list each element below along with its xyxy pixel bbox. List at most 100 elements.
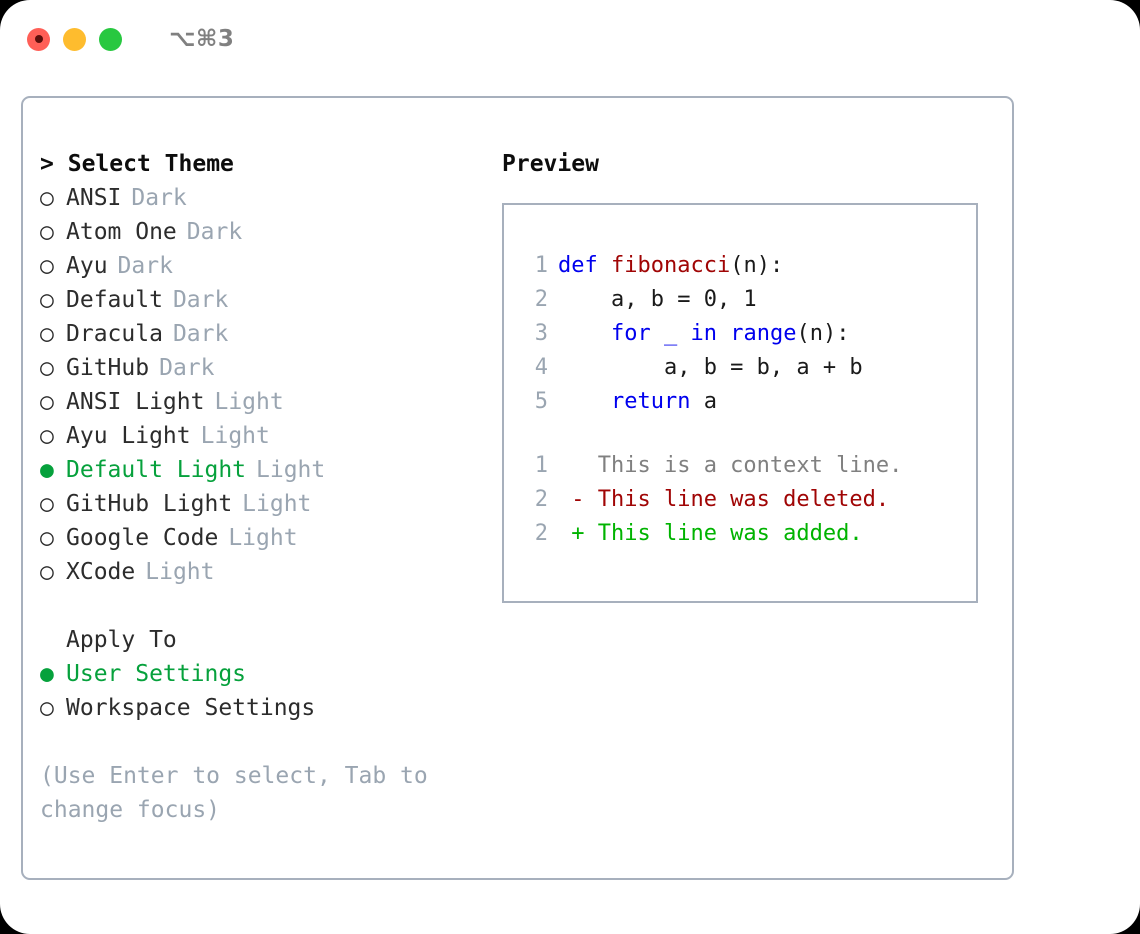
- code-token: in range: [690, 321, 797, 346]
- radio-unselected-icon: ○: [40, 219, 54, 245]
- line-number: 3: [534, 321, 548, 346]
- radio-unselected-icon: ○: [40, 321, 54, 347]
- code-token: return: [610, 389, 691, 414]
- code-token: [558, 321, 611, 346]
- theme-option-default-light[interactable]: ● Default Light Light: [40, 453, 490, 487]
- theme-option-ayu-light[interactable]: ○ Ayu Light Light: [40, 419, 490, 453]
- radio-selected-icon: ●: [40, 661, 54, 687]
- code-token: (n):: [730, 253, 784, 278]
- maximize-button[interactable]: [99, 27, 122, 51]
- radio-selected-icon: ●: [40, 457, 54, 483]
- code-token: for: [610, 321, 651, 346]
- diff-line: 2 - This line was deleted.: [522, 483, 976, 517]
- line-number: 5: [534, 389, 548, 414]
- code-token: a, b = 0, 1: [558, 287, 757, 312]
- code-token: (n):: [796, 321, 850, 346]
- theme-option-name: GitHub Light: [66, 491, 233, 517]
- radio-unselected-icon: ○: [40, 287, 54, 313]
- theme-option-category: Light: [145, 559, 215, 585]
- theme-option-category: Light: [228, 525, 298, 551]
- radio-unselected-icon: ○: [40, 525, 54, 551]
- theme-option-name: XCode: [66, 559, 136, 585]
- theme-option-category: Light: [214, 389, 284, 415]
- code-token: _: [650, 321, 691, 346]
- apply-to-label: Apply To: [66, 627, 177, 653]
- theme-option-github-light[interactable]: ○ GitHub Light Light: [40, 487, 490, 521]
- close-icon: [34, 35, 43, 43]
- theme-option-name: ANSI: [66, 185, 122, 211]
- diff-line-text: This is a context line.: [558, 453, 903, 478]
- radio-unselected-icon: ○: [40, 185, 54, 211]
- caret-icon: >: [40, 151, 54, 177]
- close-button[interactable]: [27, 27, 50, 51]
- radio-unselected-icon: ○: [40, 253, 54, 279]
- theme-option-name: Default: [66, 287, 163, 313]
- radio-unselected-icon: ○: [40, 355, 54, 381]
- theme-option-default[interactable]: ○ Default Dark: [40, 283, 490, 317]
- code-token: a, b = b, a + b: [558, 355, 863, 380]
- theme-option-category: Light: [256, 457, 326, 483]
- minimize-button[interactable]: [63, 27, 86, 51]
- line-number: 2: [534, 287, 548, 312]
- theme-option-name: Default Light: [66, 457, 247, 483]
- theme-option-xcode[interactable]: ○ XCode Light: [40, 555, 490, 589]
- page-title: > Select Theme: [40, 147, 490, 181]
- code-token: def: [558, 253, 611, 278]
- apply-to-option-user-settings[interactable]: ● User Settings: [40, 657, 490, 691]
- theme-option-category: Light: [200, 423, 270, 449]
- theme-option-name: Ayu: [66, 253, 108, 279]
- preview-title: Preview: [502, 151, 599, 177]
- theme-option-github[interactable]: ○ GitHub Dark: [40, 351, 490, 385]
- theme-option-category: Dark: [159, 355, 215, 381]
- line-number: 2: [534, 487, 548, 512]
- diff-line: 1 This is a context line.: [522, 449, 976, 483]
- page-title-text: Select Theme: [67, 151, 234, 177]
- theme-option-name: Google Code: [66, 525, 219, 551]
- theme-option-category: Dark: [186, 219, 243, 245]
- theme-option-name: Ayu Light: [66, 423, 191, 449]
- code-token: a: [690, 389, 717, 414]
- diff-line-text: + This line was added.: [558, 521, 863, 546]
- window-controls: [27, 27, 122, 51]
- line-number: 4: [534, 355, 548, 380]
- keyboard-shortcut-label: ⌥⌘3: [169, 26, 235, 52]
- apply-to-option-workspace-settings[interactable]: ○Workspace Settings: [40, 691, 490, 725]
- radio-unselected-icon: ○: [40, 559, 54, 585]
- diff-line: 2 + This line was added.: [522, 517, 976, 551]
- code-line: 3 for _ in range(n):: [522, 317, 976, 351]
- theme-option-category: Dark: [172, 321, 229, 347]
- theme-option-category: Dark: [131, 185, 187, 211]
- keyboard-hint: (Use Enter to select, Tab to change focu…: [40, 763, 428, 823]
- theme-option-ansi[interactable]: ○ ANSI Dark: [40, 181, 490, 215]
- theme-option-name: Atom One: [66, 219, 177, 245]
- code-token: [558, 389, 611, 414]
- theme-option-category: Light: [242, 491, 312, 517]
- code-line: 1 def fibonacci(n):: [522, 249, 976, 283]
- code-line: 4 a, b = b, a + b: [522, 351, 976, 385]
- radio-unselected-icon: ○: [40, 423, 54, 449]
- line-number: 1: [534, 453, 548, 478]
- diff-line-text: - This line was deleted.: [558, 487, 890, 512]
- theme-option-name: ANSI Light: [66, 389, 205, 415]
- theme-option-google-code[interactable]: ○ Google Code Light: [40, 521, 490, 555]
- line-number: 1: [534, 253, 548, 278]
- theme-option-atom-one[interactable]: ○ Atom One Dark: [40, 215, 490, 249]
- theme-option-ansi-light[interactable]: ○ ANSI Light Light: [40, 385, 490, 419]
- theme-option-name: GitHub: [66, 355, 150, 381]
- radio-unselected-icon: ○: [40, 491, 54, 517]
- apply-to-list: ● User Settings ○Workspace Settings: [40, 657, 490, 725]
- radio-unselected-icon: ○: [40, 389, 54, 415]
- line-number: 2: [534, 521, 548, 546]
- apply-to-option-name: User Settings: [66, 661, 247, 687]
- code-token: fibonacci: [610, 253, 731, 278]
- theme-option-category: Dark: [172, 287, 229, 313]
